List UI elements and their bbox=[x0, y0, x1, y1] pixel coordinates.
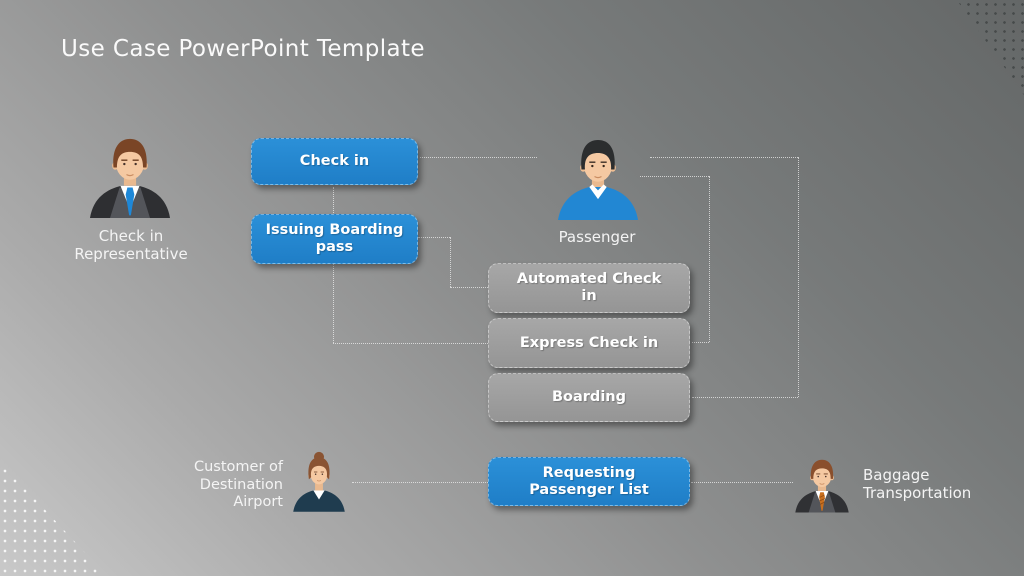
connector-passenger-express-h2 bbox=[692, 342, 709, 343]
connector-requesting-baggage bbox=[691, 482, 793, 483]
slide-title: Use Case PowerPoint Template bbox=[61, 36, 425, 62]
connector-passenger-express-h1 bbox=[640, 176, 709, 177]
connector-customer-requesting bbox=[352, 482, 488, 483]
corner-dots-decoration-top-right bbox=[956, 0, 1024, 96]
connector-checkin-express-horizontal bbox=[333, 343, 488, 344]
passenger-label: Passenger bbox=[558, 228, 636, 246]
businessman-blue-tie-icon bbox=[89, 138, 171, 218]
connector-checkin-express-vertical bbox=[333, 187, 334, 343]
baggage-transportation-avatar[interactable] bbox=[793, 452, 851, 515]
use-case-check-in[interactable]: Check in bbox=[251, 138, 418, 185]
customer-destination-airport-label: Customer of Destination Airport bbox=[193, 459, 283, 510]
customer-destination-airport-avatar[interactable] bbox=[291, 449, 347, 513]
use-case-requesting-passenger-list[interactable]: Requesting Passenger List bbox=[488, 457, 690, 506]
checkin-representative-label: Check in Representative bbox=[74, 227, 188, 263]
connector-passenger-boarding-h2 bbox=[692, 397, 798, 398]
use-case-issuing-boarding-pass[interactable]: Issuing Boarding pass bbox=[251, 214, 418, 264]
businesswoman-icon bbox=[293, 451, 345, 512]
businessman-orange-tie-icon bbox=[795, 459, 849, 513]
connector-checkin-passenger bbox=[420, 157, 537, 158]
corner-dots-decoration-bottom-left bbox=[0, 461, 107, 576]
use-case-boarding[interactable]: Boarding bbox=[488, 373, 690, 422]
connector-issuing-automated-h2 bbox=[450, 287, 488, 288]
connector-issuing-automated-vertical bbox=[450, 237, 451, 287]
passenger-avatar[interactable] bbox=[552, 133, 644, 220]
connector-passenger-express-vertical bbox=[709, 176, 710, 342]
baggage-transportation-label: Baggage Transportation bbox=[863, 466, 972, 502]
use-case-express-check-in[interactable]: Express Check in bbox=[488, 318, 690, 368]
connector-passenger-boarding-vertical bbox=[798, 157, 799, 397]
use-case-automated-check-in[interactable]: Automated Check in bbox=[488, 263, 690, 313]
connector-issuing-automated-h1 bbox=[418, 237, 450, 238]
connector-passenger-boarding-h1 bbox=[650, 157, 798, 158]
passenger-blue-sweater-icon bbox=[557, 139, 639, 220]
checkin-representative-avatar[interactable] bbox=[84, 131, 176, 218]
